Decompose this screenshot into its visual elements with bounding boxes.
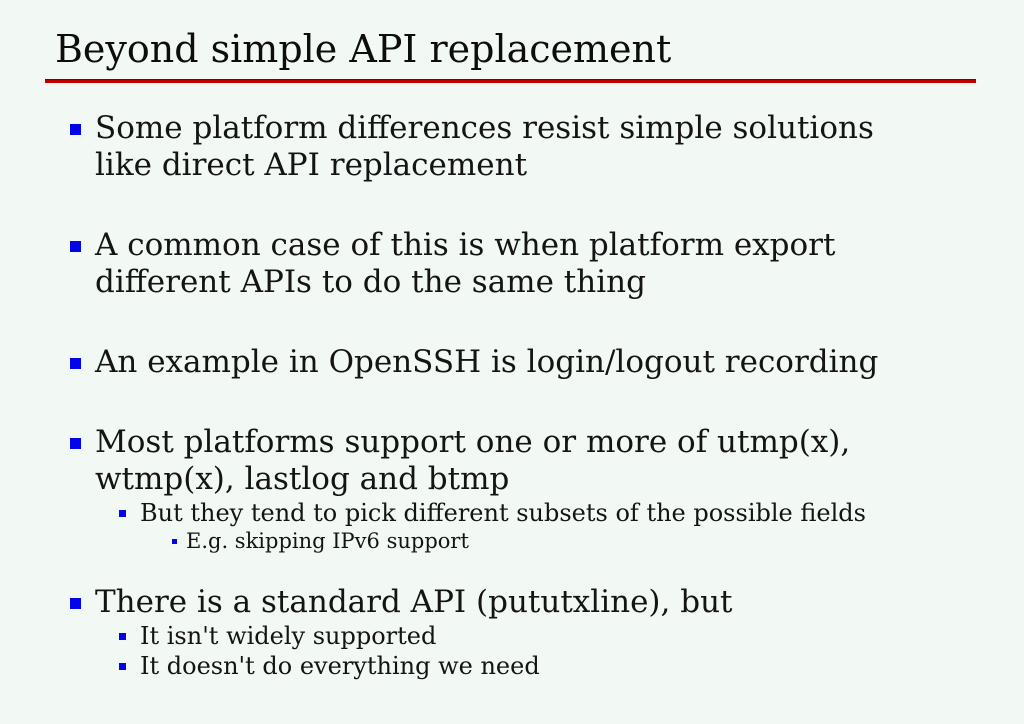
- bullet-text: Most platforms support one or more of ut…: [95, 423, 851, 497]
- bullet-item: An example in OpenSSH is login/logout re…: [0, 344, 1024, 381]
- bullet-item: It doesn't do everything we need: [0, 651, 1024, 681]
- bullet-text: There is a standard API (pututxline), bu…: [95, 583, 733, 620]
- bullet-text: It isn't widely supported: [140, 621, 437, 650]
- bullet-text: It doesn't do everything we need: [140, 651, 540, 680]
- bullet-item: E.g. skipping IPv6 support: [0, 528, 1024, 555]
- bullet-item: There is a standard API (pututxline), bu…: [0, 584, 1024, 621]
- bullet-square-icon: [70, 437, 81, 449]
- bullet-square-icon: [119, 509, 126, 517]
- title-underline-rule: [45, 78, 976, 83]
- bullet-square-icon: [70, 597, 81, 609]
- bullet-square-icon: [172, 538, 177, 544]
- bullet-item: Some platform differences resist simple …: [0, 110, 1024, 184]
- bullet-square-icon: [70, 240, 81, 252]
- bullet-text: But they tend to pick different subsets …: [140, 498, 866, 527]
- page-title: Beyond simple API replacement: [55, 27, 672, 71]
- bullet-text: An example in OpenSSH is login/logout re…: [95, 343, 879, 380]
- bullet-item: It isn't widely supported: [0, 621, 1024, 651]
- bullet-text: E.g. skipping IPv6 support: [186, 528, 469, 553]
- bullet-square-icon: [70, 357, 81, 369]
- bullet-square-icon: [119, 632, 126, 640]
- bullet-square-icon: [119, 662, 126, 670]
- bullet-item: A common case of this is when platform e…: [0, 227, 1024, 301]
- bullet-list: Some platform differences resist simple …: [0, 110, 1024, 681]
- bullet-item: Most platforms support one or more of ut…: [0, 424, 1024, 498]
- bullet-text: A common case of this is when platform e…: [95, 226, 836, 300]
- bullet-text: Some platform differences resist simple …: [95, 109, 874, 183]
- bullet-item: But they tend to pick different subsets …: [0, 498, 1024, 528]
- bullet-square-icon: [70, 123, 81, 135]
